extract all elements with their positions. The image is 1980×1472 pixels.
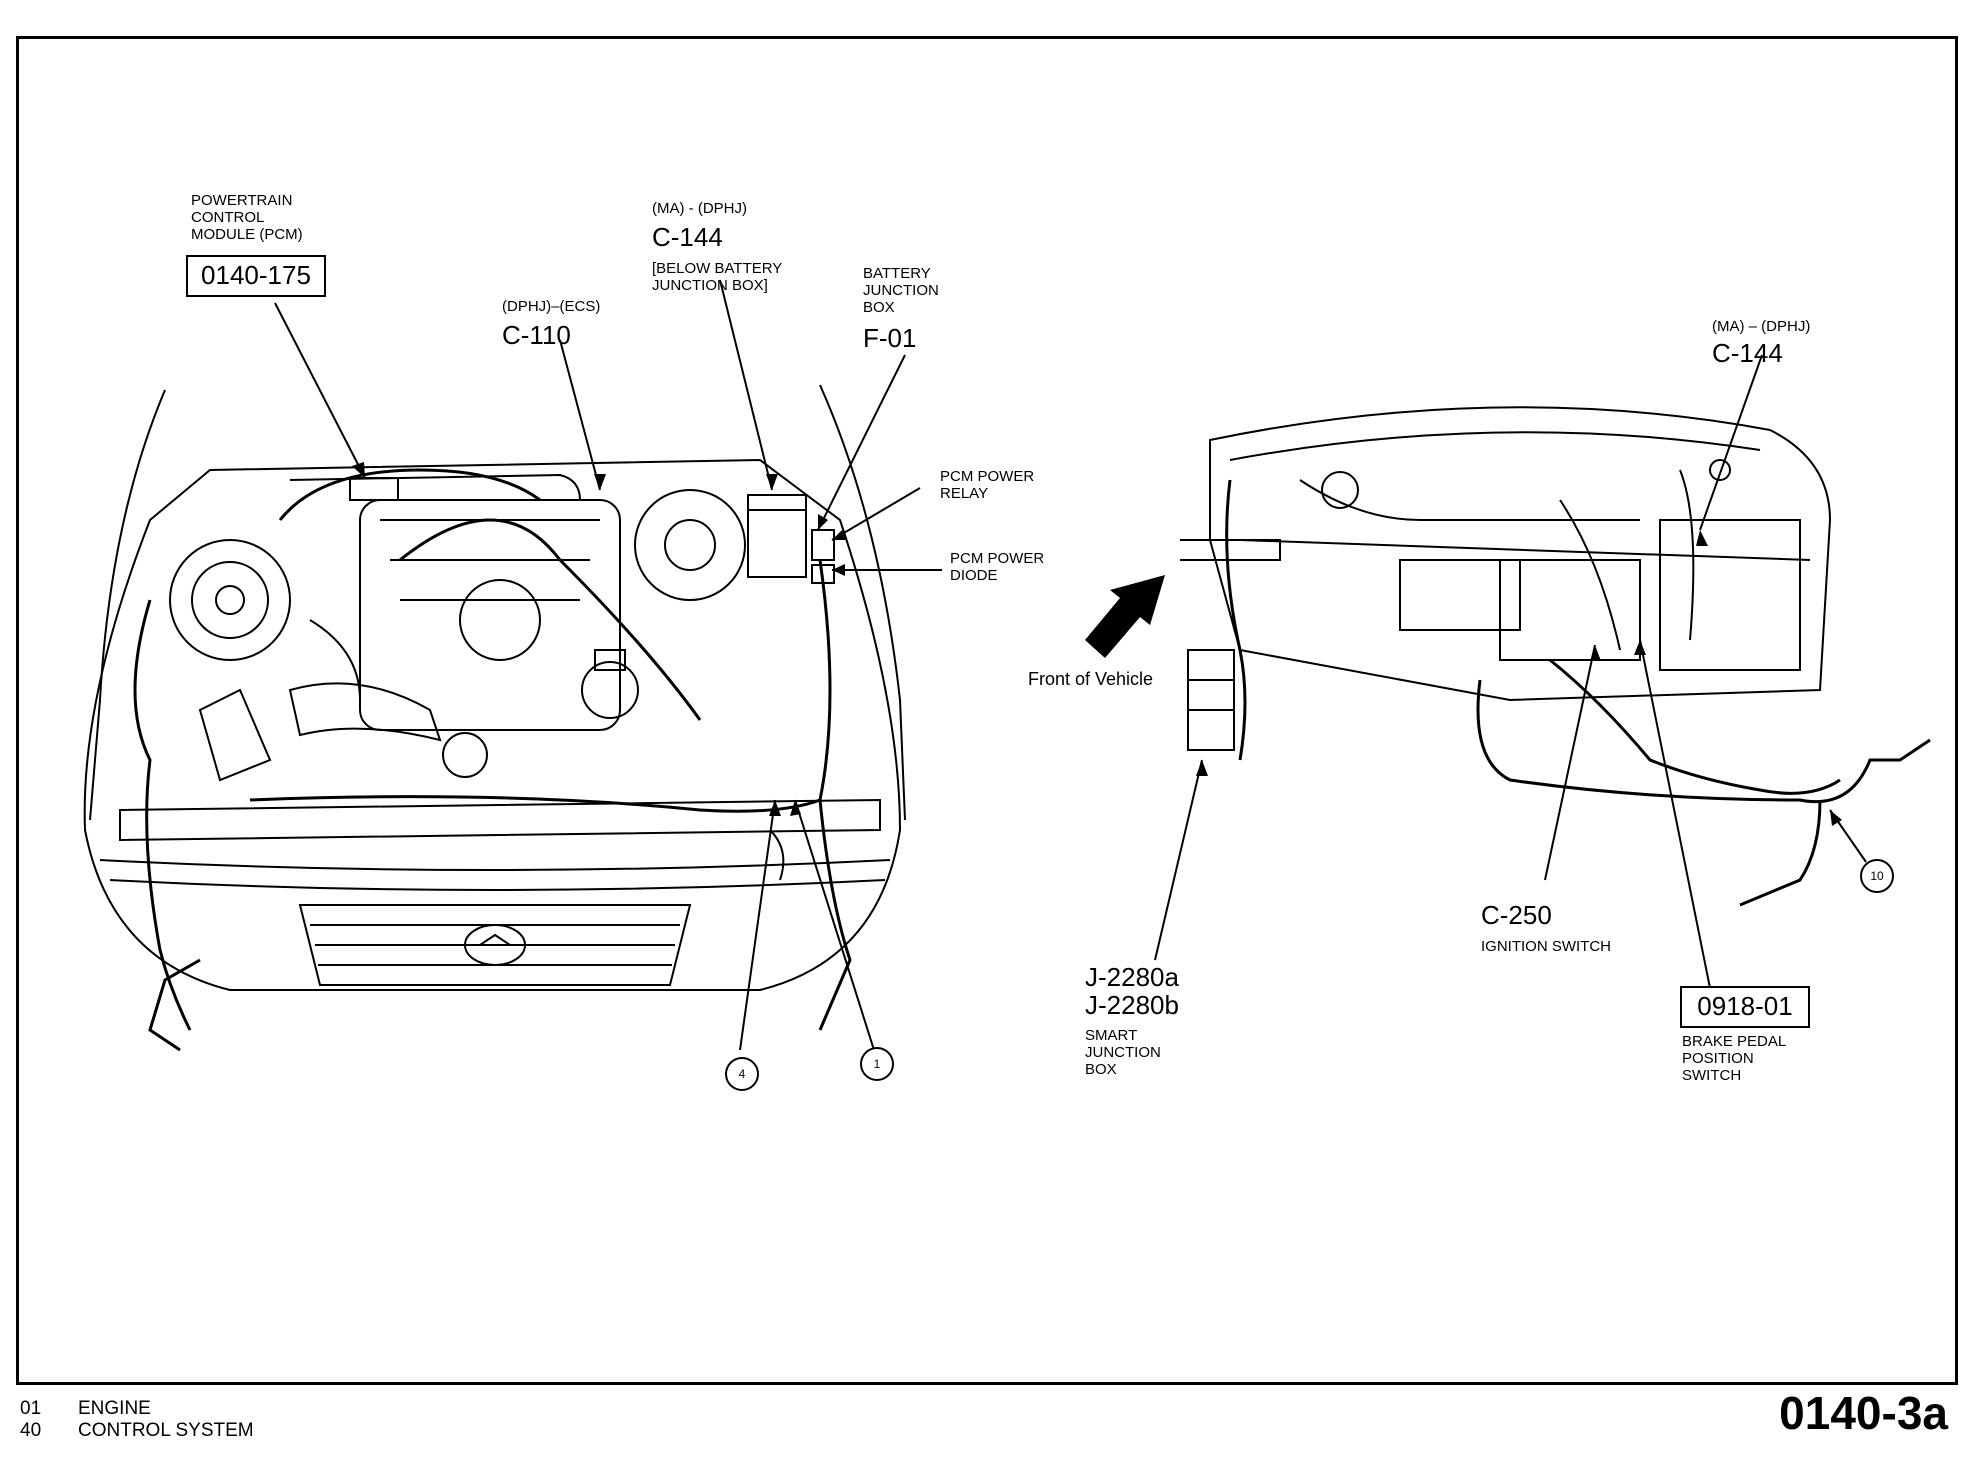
battery-junction-box-code: F-01 [863, 323, 917, 353]
bjb-title-line-2: JUNCTION [863, 282, 939, 299]
diagram-frame [16, 36, 1958, 1385]
front-of-vehicle-label: Front of Vehicle [1028, 669, 1154, 689]
battery-junction-box-title: BATTERY JUNCTION BOX [863, 265, 939, 316]
sjb-code-b: J-2280b [1085, 990, 1179, 1020]
bjb-title-line-3: BOX [863, 299, 895, 316]
pcm-diode-line-2: DIODE [950, 567, 998, 584]
pcm-relay-line-2: RELAY [940, 485, 989, 502]
footer-section-num: 01 [20, 1398, 42, 1419]
c144-left-code: C-144 [652, 222, 723, 252]
sjb-desc: SMART JUNCTION BOX [1085, 1027, 1161, 1078]
pcm-power-relay-label: PCM POWER RELAY [940, 468, 1034, 502]
c144-left-desc-line-1: [BELOW BATTERY [652, 260, 783, 277]
c144-right-code: C-144 [1712, 338, 1783, 368]
pcm-reference-box: 0140-175 [186, 255, 326, 297]
sjb-desc-line-3: BOX [1085, 1061, 1117, 1078]
c144-left-desc-line-2: JUNCTION BOX] [652, 277, 768, 294]
bpp-desc-line-2: POSITION [1682, 1050, 1754, 1067]
callout-1: 1 [860, 1047, 894, 1081]
c110-variant: (DPHJ)–(ECS) [502, 298, 601, 315]
brake-pedal-switch-desc: BRAKE PEDAL POSITION SWITCH [1682, 1033, 1786, 1084]
sjb-desc-line-2: JUNCTION [1085, 1044, 1161, 1061]
c144-left-desc: [BELOW BATTERY JUNCTION BOX] [652, 260, 782, 294]
pcm-title-line-3: MODULE (PCM) [191, 226, 303, 243]
c250-code: C-250 [1481, 900, 1552, 930]
callout-4: 4 [725, 1057, 759, 1091]
footer-section-title: ENGINE [78, 1398, 151, 1419]
c144-left-variant: (MA) - (DPHJ) [652, 200, 747, 217]
callout-10: 10 [1860, 859, 1894, 893]
footer-subsection-title: CONTROL SYSTEM [78, 1420, 254, 1441]
bpp-desc-line-3: SWITCH [1682, 1067, 1742, 1084]
c144-right-variant: (MA) – (DPHJ) [1712, 318, 1811, 335]
c110-code: C-110 [502, 320, 571, 350]
footer-subsection-num: 40 [20, 1420, 42, 1441]
front-arrow-icon [1085, 575, 1165, 658]
bpp-desc-line-1: BRAKE PEDAL [1682, 1033, 1787, 1050]
bjb-title-line-1: BATTERY [863, 265, 931, 282]
sjb-code-a: J-2280a [1085, 962, 1179, 992]
page-code: 0140-3a [1779, 1387, 1948, 1439]
pcm-diode-line-1: PCM POWER [950, 550, 1045, 567]
pcm-relay-line-1: PCM POWER [940, 468, 1035, 485]
sjb-desc-line-1: SMART [1085, 1027, 1138, 1044]
c250-desc: IGNITION SWITCH [1481, 938, 1611, 955]
pcm-title-line-2: CONTROL [191, 209, 265, 226]
pcm-power-diode-label: PCM POWER DIODE [950, 550, 1044, 584]
pcm-title-line-1: POWERTRAIN [191, 192, 293, 209]
brake-pedal-switch-box: 0918-01 [1680, 986, 1810, 1028]
pcm-title: POWERTRAIN CONTROL MODULE (PCM) [191, 192, 303, 243]
